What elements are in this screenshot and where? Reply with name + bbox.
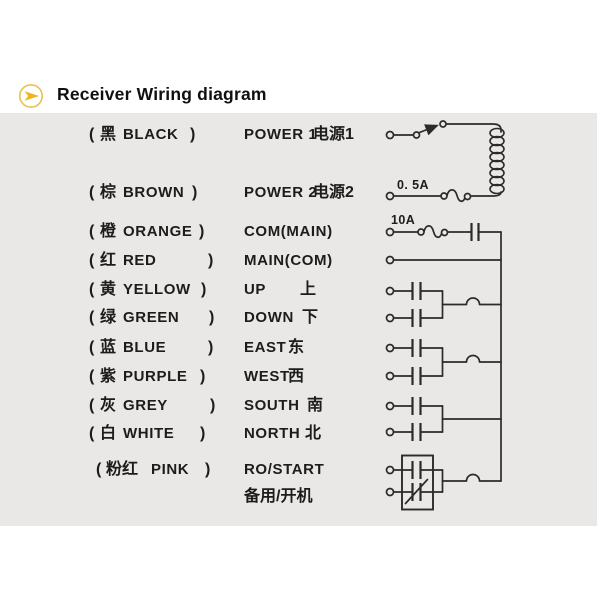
wire-function-cn: 电源2	[313, 184, 354, 201]
paren-close: )	[210, 397, 216, 414]
wire-function-cn: 上	[300, 281, 317, 298]
wire-color-cn: 棕	[100, 184, 117, 201]
wire-color-en: BLUE	[123, 339, 167, 356]
wiring-schematic: 0. 5A 10A	[385, 120, 505, 511]
paren-open: (	[89, 309, 95, 326]
paren-close: )	[201, 281, 207, 298]
wire-function-en: EAST	[244, 339, 287, 356]
wire-color-en: GREEN	[123, 309, 180, 326]
paren-close: )	[208, 339, 214, 356]
wire-function-cn: 电源1	[313, 126, 354, 143]
paren-open: (	[89, 425, 95, 442]
paren-open: (	[89, 339, 95, 356]
paren-close: )	[208, 252, 214, 269]
paren-open: (	[89, 397, 95, 414]
wire-function-en: POWER 1	[244, 126, 318, 143]
wire-color-en: RED	[123, 252, 157, 269]
page-title: Receiver Wiring diagram	[57, 84, 267, 104]
paren-close: )	[209, 309, 215, 326]
paren-open: (	[96, 461, 102, 478]
paren-open: (	[89, 184, 95, 201]
wire-color-en: BLACK	[123, 126, 179, 143]
wire-color-cn: 粉红	[106, 461, 139, 478]
wire-color-cn: 紫	[100, 368, 117, 385]
header: Receiver Wiring diagram	[0, 0, 600, 113]
wire-function-en: DOWN	[244, 309, 294, 326]
paren-close: )	[199, 223, 205, 240]
wire-function-en: RO/START	[244, 461, 325, 478]
wire-color-cn: 白	[100, 425, 117, 442]
wire-color-cn: 黄	[100, 281, 117, 298]
wire-color-cn: 绿	[100, 309, 117, 326]
paren-close: )	[205, 461, 211, 478]
paren-open: (	[89, 281, 95, 298]
wire-color-cn: 灰	[100, 397, 117, 414]
relay-coil-icon	[489, 127, 505, 195]
wire-function-cn: 西	[288, 368, 305, 385]
paren-close: )	[190, 126, 196, 143]
contact-pair-up-down	[385, 282, 502, 327]
fuse-10a-label: 10A	[391, 213, 415, 227]
wire-function-en: POWER 2	[244, 184, 318, 201]
paren-open: (	[89, 252, 95, 269]
paren-open: (	[89, 368, 95, 385]
wire-function-en: UP	[244, 281, 267, 298]
power1-switch	[385, 120, 502, 140]
wire-color-cn: 蓝	[100, 339, 117, 356]
wire-function-cn: 东	[288, 339, 305, 356]
wire-color-cn: 橙	[100, 223, 117, 240]
wire-color-en: ORANGE	[123, 223, 193, 240]
paren-close: )	[200, 368, 206, 385]
paren-open: (	[89, 223, 95, 240]
wire-function-cn: 北	[305, 425, 322, 442]
wire-function-en: SOUTH	[244, 397, 300, 414]
wire-function-cn: 南	[307, 397, 324, 414]
contact-pair-south-north	[385, 397, 502, 441]
paren-open: (	[89, 126, 95, 143]
wire-color-cn: 黑	[100, 126, 117, 143]
fuse-0-5a-label: 0. 5A	[397, 178, 429, 192]
wire-color-en: BROWN	[123, 184, 185, 201]
paren-close: )	[200, 425, 206, 442]
contact-pair-east-west	[385, 339, 502, 385]
wire-function-en: NORTH	[244, 425, 301, 442]
wire-color-cn: 红	[100, 252, 117, 269]
ro-start-block	[385, 454, 502, 511]
wire-color-en: YELLOW	[123, 281, 191, 298]
paren-close: )	[192, 184, 198, 201]
wire-color-en: PINK	[151, 461, 190, 478]
wire-color-en: PURPLE	[123, 368, 188, 385]
wire-function-cn-line2: 备用/开机	[244, 488, 313, 505]
com-main-fuse-10a: 10A	[385, 213, 502, 241]
wire-function-en: MAIN(COM)	[244, 252, 333, 269]
wire-function-cn: 下	[302, 309, 319, 326]
main-com-wire	[385, 255, 502, 265]
wire-color-en: GREY	[123, 397, 168, 414]
wire-function-en: WEST	[244, 368, 290, 385]
wire-color-en: WHITE	[123, 425, 175, 442]
power2-fuse-0-5a: 0. 5A	[385, 178, 502, 203]
wire-function-en: COM(MAIN)	[244, 223, 333, 240]
brand-arrow-icon	[18, 83, 44, 109]
